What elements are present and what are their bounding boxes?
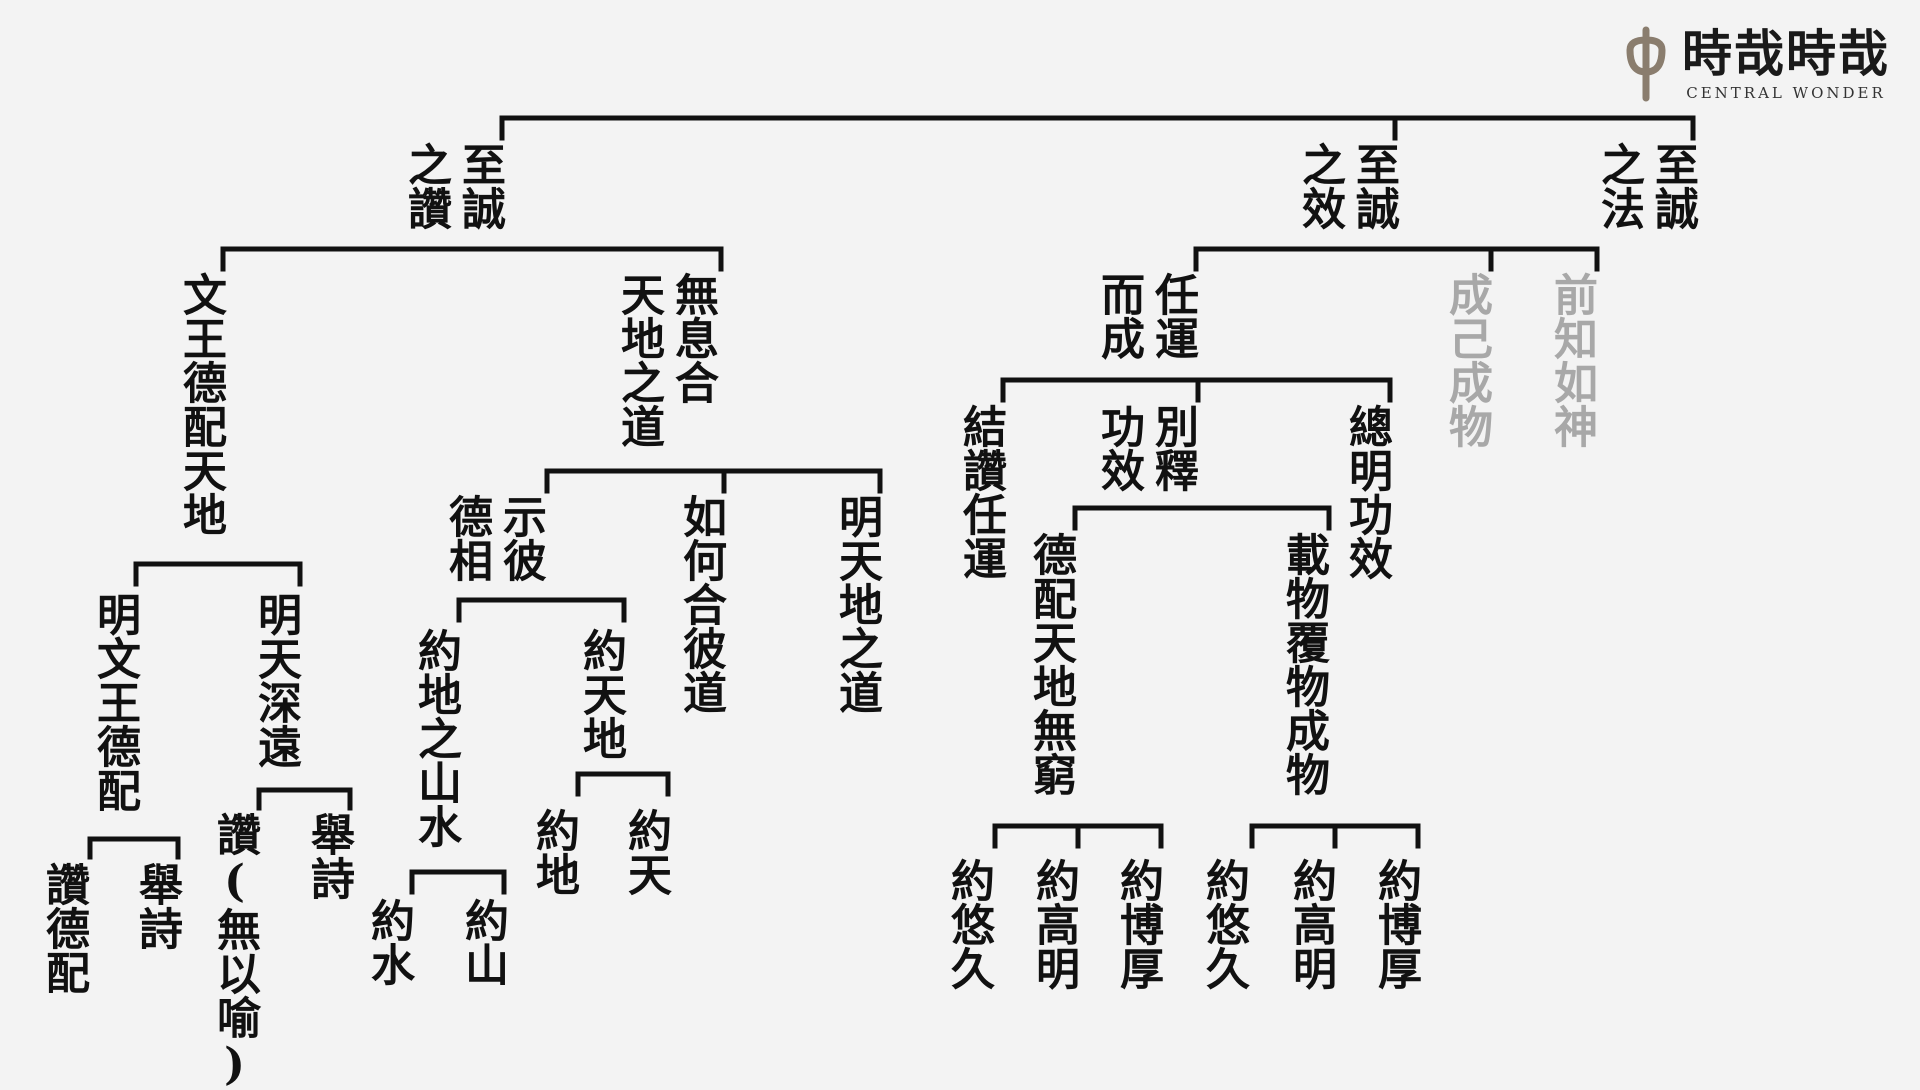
node-column: 明文王德配 <box>89 592 140 812</box>
node-column: 讚(無以喻) <box>209 812 260 1090</box>
node-yue-shui: 約水 <box>363 898 414 986</box>
node-column: 載物覆物成物 <box>1278 532 1329 796</box>
node-column: 舉詩 <box>131 862 182 950</box>
node-ju-shi-right: 舉詩 <box>303 812 354 900</box>
node-column: 讚德配 <box>38 862 89 994</box>
logo-subtitle: CENTRAL WONDER <box>1686 84 1886 102</box>
node-yue-shan: 約山 <box>457 898 508 986</box>
node-yue-tian: 約天 <box>620 808 671 896</box>
node-column: 文王德配天地 <box>175 272 226 536</box>
node-yue-gaoming-right: 約高明 <box>1285 858 1336 990</box>
node-yue-youjiu-right: 約悠久 <box>1198 858 1249 990</box>
connector-mingwen <box>87 836 181 860</box>
node-column: 任運 <box>1147 272 1198 360</box>
node-ming-wenwang-depei: 明文王德配 <box>89 592 140 812</box>
node-column: 之效 <box>1294 142 1345 230</box>
node-column: 天地之道 <box>613 272 664 448</box>
node-column: 約博厚 <box>1370 858 1421 990</box>
node-yue-youjiu-left: 約悠久 <box>943 858 994 990</box>
node-column: 無息合 <box>667 272 718 404</box>
node-column: 如何合彼道 <box>675 494 726 714</box>
node-yue-gaoming-left: 約高明 <box>1028 858 1079 990</box>
connector-root <box>499 115 1696 141</box>
node-column: 總明功效 <box>1341 404 1392 580</box>
node-yue-bohou-left: 約博厚 <box>1112 858 1163 990</box>
connector-wenwang <box>133 561 303 587</box>
connector-zhixiao <box>1193 246 1600 272</box>
node-column: 約悠久 <box>1198 858 1249 990</box>
logo-title: 時哉時哉 <box>1682 24 1890 83</box>
node-column: 前知如神 <box>1546 272 1597 448</box>
node-column: 而成 <box>1093 272 1144 360</box>
node-ming-tiandi-zhidao: 明天地之道 <box>831 494 882 714</box>
node-wuxi-tiandi-zhidao: 無息合天地之道 <box>613 272 718 448</box>
node-zhicheng-zhizan: 至誠之讚 <box>400 142 505 230</box>
node-column: 功效 <box>1093 404 1144 492</box>
node-depei-tiandi-wuqiong: 德配天地無窮 <box>1025 532 1076 796</box>
node-column: 明天深遠 <box>250 592 301 768</box>
node-chengji-chengwu: 成己成物 <box>1441 272 1492 448</box>
node-column: 成己成物 <box>1441 272 1492 448</box>
node-column: 舉詩 <box>303 812 354 900</box>
node-bieshi-gongxiao: 別釋功效 <box>1093 404 1198 492</box>
connector-bieshi <box>1072 505 1332 531</box>
node-column: 約悠久 <box>943 858 994 990</box>
node-yue-di-zhi-shanshui: 約地之山水 <box>410 628 461 848</box>
node-column: 至誠 <box>1348 142 1399 230</box>
connector-zhizan <box>220 246 724 272</box>
node-column: 明天地之道 <box>831 494 882 714</box>
node-shibi-dexiang: 示彼德相 <box>441 494 546 582</box>
node-column: 約高明 <box>1028 858 1079 990</box>
connector-renyun <box>1000 377 1393 403</box>
node-column: 德相 <box>441 494 492 582</box>
node-column: 約天 <box>620 808 671 896</box>
node-column: 之法 <box>1593 142 1644 230</box>
node-yue-bohou-right: 約博厚 <box>1370 858 1421 990</box>
node-wenwang-depei-tiandi: 文王德配天地 <box>175 272 226 536</box>
node-zhicheng-zhixiao: 至誠之效 <box>1294 142 1399 230</box>
node-column: 至誠 <box>1647 142 1698 230</box>
node-qianzhi-rushen: 前知如神 <box>1546 272 1597 448</box>
node-zan-depei: 讚德配 <box>38 862 89 994</box>
connector-shibi <box>456 597 627 623</box>
node-column: 德配天地無窮 <box>1025 532 1076 796</box>
node-ming-tian-shenyuan: 明天深遠 <box>250 592 301 768</box>
node-zhicheng-zhifa: 至誠之法 <box>1593 142 1698 230</box>
connector-zaiwu <box>1249 823 1421 849</box>
node-column: 結讚任運 <box>955 404 1006 580</box>
logo-mark-icon <box>1626 26 1666 102</box>
node-column: 示彼 <box>495 494 546 582</box>
logo-text-block: 時哉時哉 CENTRAL WONDER <box>1682 24 1890 103</box>
node-yue-tiandi: 約天地 <box>575 628 626 760</box>
connector-mingtian <box>256 787 353 811</box>
node-ju-shi-left: 舉詩 <box>131 862 182 950</box>
node-column: 約水 <box>363 898 414 986</box>
node-yue-di: 約地 <box>528 808 579 896</box>
node-column: 約山 <box>457 898 508 986</box>
node-zan-wuyiyu: 讚(無以喻) <box>209 812 260 1090</box>
node-jiezan-renyun: 結讚任運 <box>955 404 1006 580</box>
node-column: 約天地 <box>575 628 626 760</box>
node-zaiwu-fuwu-chengwu: 載物覆物成物 <box>1278 532 1329 796</box>
node-column: 約博厚 <box>1112 858 1163 990</box>
brand-logo: 時哉時哉 CENTRAL WONDER <box>1620 26 1890 102</box>
node-column: 約地之山水 <box>410 628 461 848</box>
connector-yuedi <box>409 869 507 895</box>
node-column: 別釋 <box>1147 404 1198 492</box>
node-column: 之讚 <box>400 142 451 230</box>
connector-wuxi <box>544 468 883 494</box>
connector-yuetian <box>575 771 671 797</box>
node-ruhe-he-bidao: 如何合彼道 <box>675 494 726 714</box>
node-column: 約地 <box>528 808 579 896</box>
node-column: 約高明 <box>1285 858 1336 990</box>
connector-depei <box>992 823 1164 849</box>
node-column: 至誠 <box>454 142 505 230</box>
node-zongming-gongxiao: 總明功效 <box>1341 404 1392 580</box>
node-renyun-ercheng: 任運而成 <box>1093 272 1198 360</box>
